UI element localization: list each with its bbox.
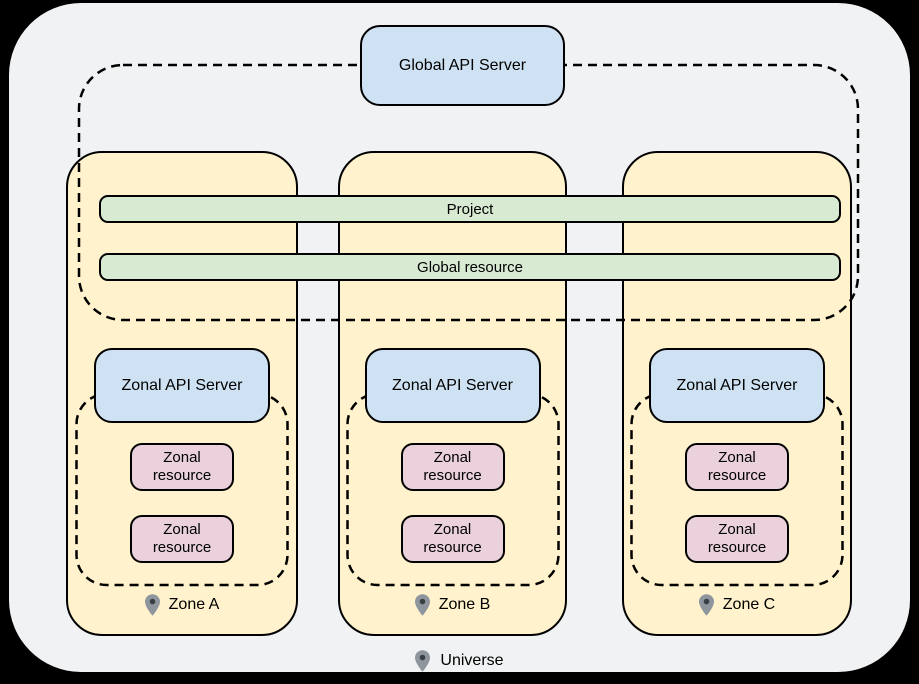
zone-label-text: Zone B [438, 596, 491, 613]
zonal-resource-label: Zonal resource [423, 521, 482, 556]
global-resource-bar: Global resource [99, 253, 841, 281]
universe-label-text: Universe [440, 652, 504, 669]
location-pin-icon [144, 594, 160, 616]
zonal-api-server-node: Zonal API Server [364, 348, 541, 423]
zonal-resource-label: Zonal resource [152, 449, 212, 484]
zonal-api-server-node: Zonal API Server [94, 348, 270, 423]
zonal-api-server-label: Zonal API Server [121, 376, 243, 394]
zonal-resource-node: Zonal resource [130, 443, 234, 491]
zonal-resource-label: Zonal resource [707, 521, 767, 556]
location-pin-icon [414, 594, 430, 616]
zonal-resource-node: Zonal resource [400, 443, 505, 491]
zone-label-text: Zone C [722, 596, 776, 613]
zone-b-container: Zonal API Server Zonal resource Zonal re… [338, 151, 567, 636]
zone-label: Zone B [340, 593, 565, 617]
zonal-api-server-node: Zonal API Server [649, 348, 825, 423]
zone-label-text: Zone A [168, 596, 220, 613]
project-bar-label: Project [446, 200, 494, 218]
zonal-resource-node: Zonal resource [130, 515, 234, 563]
zone-label: Zone A [68, 593, 296, 617]
universe-container: Zonal API Server Zonal resource Zonal re… [9, 3, 910, 672]
zonal-api-server-label: Zonal API Server [392, 376, 513, 394]
zonal-api-server-label: Zonal API Server [676, 376, 798, 394]
project-bar: Project [99, 195, 841, 223]
global-resource-bar-label: Global resource [417, 258, 523, 276]
zonal-resource-label: Zonal resource [152, 521, 212, 556]
global-api-server-label: Global API Server [398, 56, 527, 74]
zonal-resource-label: Zonal resource [707, 449, 767, 484]
universe-label: Universe [9, 648, 910, 674]
location-pin-icon [415, 650, 431, 672]
zone-c-container: Zonal API Server Zonal resource Zonal re… [622, 151, 852, 636]
location-pin-icon [698, 594, 714, 616]
zonal-resource-node: Zonal resource [685, 443, 789, 491]
zone-a-container: Zonal API Server Zonal resource Zonal re… [66, 151, 298, 636]
zonal-resource-node: Zonal resource [400, 515, 505, 563]
zonal-resource-node: Zonal resource [685, 515, 789, 563]
zone-label: Zone C [624, 593, 850, 617]
zonal-resource-label: Zonal resource [423, 449, 482, 484]
global-api-server-node: Global API Server [360, 25, 565, 106]
